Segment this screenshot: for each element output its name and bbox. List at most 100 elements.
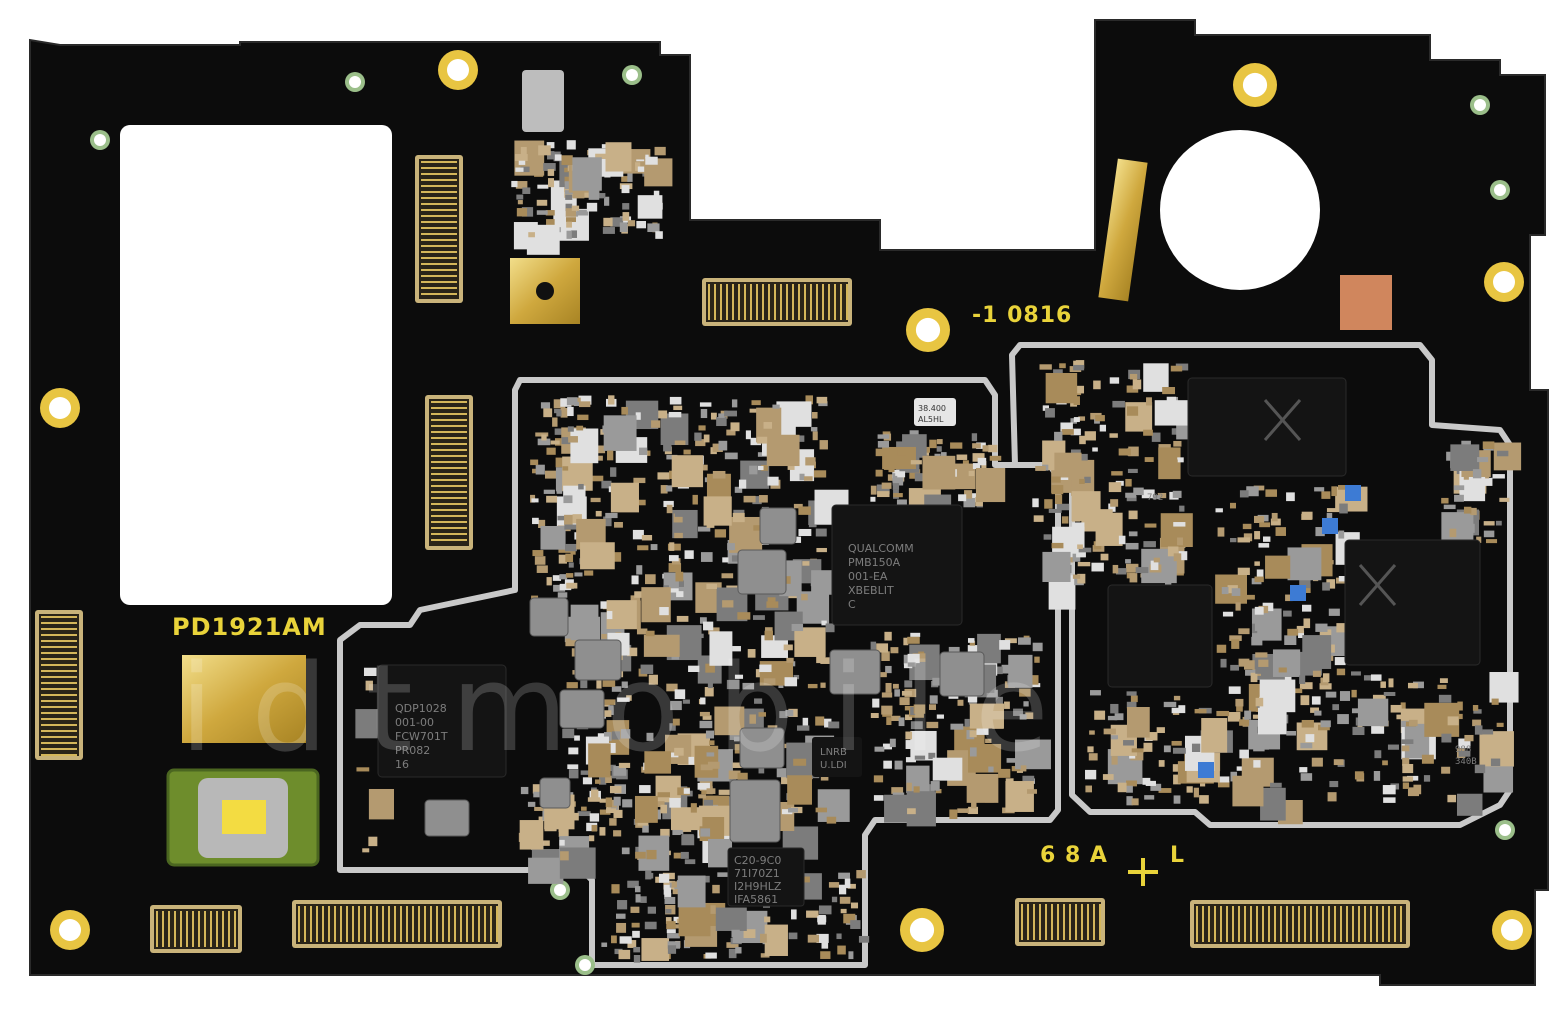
smd-part: [1496, 450, 1509, 457]
smd-part: [1032, 498, 1039, 508]
smd-part: [1144, 523, 1157, 528]
smd-part: [1495, 520, 1502, 526]
connector-pin: [41, 718, 77, 720]
smd-part: [515, 181, 528, 189]
smd-part: [667, 945, 677, 954]
connector-pin: [1238, 906, 1240, 942]
smd-part: [731, 929, 740, 938]
ram-chip: [1107, 584, 1213, 688]
smd-part: [964, 490, 973, 499]
smd-part: [873, 775, 884, 783]
smd-part: [654, 146, 666, 156]
smd-part: [516, 194, 524, 200]
smd-part: [1128, 510, 1138, 520]
smd-part: [968, 806, 979, 815]
smd-part: [1005, 778, 1014, 784]
smd-part: [570, 428, 599, 464]
smd-part: [669, 396, 682, 405]
smd-part: [1474, 725, 1483, 735]
smd-part: [631, 575, 639, 585]
connector-pin: [472, 906, 474, 942]
connector-pin: [328, 906, 330, 942]
smd-part: [544, 826, 557, 832]
smd-part: [570, 604, 599, 641]
smd-part: [749, 465, 758, 475]
smd-part: [568, 562, 574, 568]
smd-part: [1390, 704, 1402, 713]
smd-part: [877, 491, 890, 498]
smd-part: [967, 638, 975, 643]
smd-part: [666, 504, 673, 514]
smd-part: [588, 190, 600, 200]
connector-pin: [431, 401, 467, 403]
smd-part: [572, 157, 602, 191]
smd-part: [1449, 528, 1457, 538]
smd-part: [906, 765, 930, 793]
smd-part: [930, 781, 940, 791]
smd-part: [1254, 622, 1268, 631]
smd-part: [1030, 683, 1041, 688]
connector-pin: [316, 906, 318, 942]
smd-part: [515, 167, 524, 172]
smd-part: [910, 632, 921, 637]
smd-part: [1095, 415, 1105, 422]
smd-part: [571, 205, 580, 211]
connector-pin: [496, 906, 498, 942]
svg-text:AL5HL: AL5HL: [918, 415, 944, 424]
smd-part: [600, 601, 611, 609]
smd-part: [1482, 441, 1495, 449]
smd-part: [751, 400, 761, 406]
smd-part: [1077, 561, 1091, 567]
smd-part: [870, 713, 879, 719]
smd-part: [1108, 482, 1122, 493]
smd-part: [817, 586, 828, 596]
smd-part: [977, 457, 987, 466]
smd-part: [792, 536, 802, 543]
smd-part: [767, 476, 779, 486]
smd-part: [554, 154, 562, 161]
smd-part: [787, 775, 812, 805]
smd-part: [608, 799, 617, 808]
connector-pin: [334, 906, 336, 942]
svg-text:C20-9C0: C20-9C0: [734, 854, 781, 867]
connector-pin: [421, 263, 457, 265]
smd-part: [643, 634, 680, 657]
smd-part: [638, 499, 646, 506]
smd-part: [633, 477, 646, 484]
smd-part: [1382, 785, 1396, 795]
smd-part: [608, 705, 614, 715]
smd-part: [601, 942, 608, 947]
smd-part: [576, 209, 589, 216]
smd-part: [619, 222, 628, 233]
smd-part: [767, 597, 776, 603]
connector-pin: [1334, 906, 1336, 942]
smd-part: [1242, 523, 1252, 530]
smd-part: [838, 872, 851, 879]
smd-part: [806, 910, 819, 918]
smd-part: [1194, 708, 1207, 714]
connector-pin: [382, 906, 384, 942]
smd-part: [705, 952, 717, 959]
smd-part: [872, 698, 880, 708]
smd-part: [1253, 515, 1265, 524]
smd-part: [759, 933, 767, 943]
mounting-hole: [915, 317, 941, 343]
smd-part: [645, 450, 651, 456]
smd-part: [636, 628, 648, 635]
smd-part: [1060, 422, 1073, 432]
smd-part: [1054, 452, 1082, 478]
smd-part: [1033, 515, 1044, 522]
smd-part: [1045, 408, 1055, 418]
smd-part: [1150, 560, 1159, 571]
smd-part: [821, 620, 827, 626]
smd-part: [637, 195, 663, 219]
smd-part: [998, 768, 1011, 778]
smd-part: [522, 187, 531, 194]
smd-part: [651, 420, 661, 428]
connector-pin: [41, 634, 77, 636]
crystal: [914, 398, 956, 426]
smd-part: [655, 231, 663, 239]
connector-pin: [1039, 904, 1041, 940]
connector-pin: [1196, 906, 1198, 942]
